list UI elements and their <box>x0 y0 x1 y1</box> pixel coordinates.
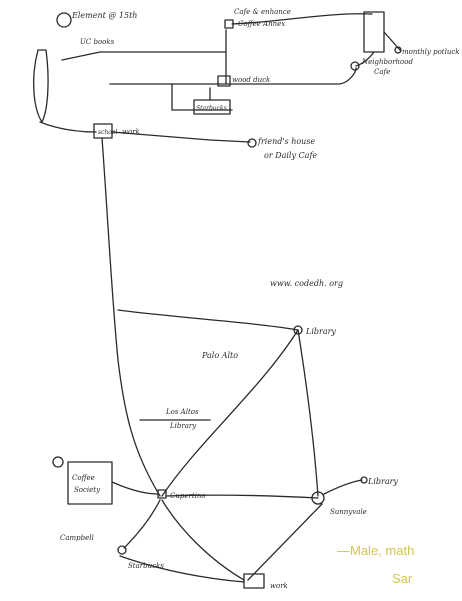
edge-top-horizontal <box>62 52 226 60</box>
lower-graph <box>53 326 367 588</box>
coffee-society-box <box>68 462 112 504</box>
label-cafe: Cafe & enhance <box>234 8 291 16</box>
friends-house-node <box>248 139 256 147</box>
edge-oval-school <box>40 122 96 132</box>
left-oval-node <box>34 50 48 122</box>
caption-line-2: Sar <box>392 571 412 586</box>
right-stack-node <box>364 12 384 52</box>
label-daily-cafe: or Daily Cafe <box>264 151 317 160</box>
label-element: Element @ 15th <box>71 11 137 20</box>
label-neighborhood: Neighborhood <box>361 58 413 66</box>
label-los-altos-library: Library <box>169 422 197 430</box>
edge-cupertino-work <box>162 500 244 580</box>
label-url: www. codedh. org <box>270 279 343 288</box>
label-coffee: Coffee <box>72 474 95 482</box>
label-work: work <box>122 128 140 136</box>
label-campbell: Campbell <box>60 534 94 542</box>
label-ucbooks: UC books <box>80 38 115 46</box>
coffee-society-circle <box>53 457 63 467</box>
label-work-bottom: work <box>270 582 288 590</box>
main-spine <box>102 138 298 496</box>
caption-line-1: —Male, math <box>337 543 414 558</box>
upper-connections <box>34 12 401 147</box>
edge-sunnyvale-work <box>248 504 322 580</box>
spine-line <box>102 138 160 496</box>
work-box <box>244 574 264 588</box>
campbell-node <box>118 546 126 554</box>
label-library-top: Library <box>305 327 336 336</box>
label-palo-alto: Palo Alto <box>201 351 238 360</box>
element-node <box>57 13 71 27</box>
edge-library-sunnyvale <box>298 330 318 496</box>
edge-spine-library <box>118 310 298 330</box>
label-los-altos: Los Altos <box>165 408 199 416</box>
label-friends-house: friend's house <box>257 137 315 146</box>
label-starbucks-bottom: Starbucks <box>128 562 164 570</box>
label-wood-duck: wood duck <box>232 76 270 84</box>
edge-sunnyvale-library-right <box>324 480 362 494</box>
label-sunnyvale: Sunnyvale <box>330 508 367 516</box>
edge-coffee-cupertino <box>112 482 158 494</box>
label-school: school <box>98 129 118 136</box>
label-cupertino: Cupertino <box>170 492 206 500</box>
label-society: Society <box>74 486 101 494</box>
edge-cupertino-campbell <box>124 500 160 548</box>
handwritten-labels: Element @ 15th Cafe & enhance Coffee Ann… <box>60 8 460 590</box>
label-library-right: Library <box>367 477 398 486</box>
label-coffee-annex: Coffee Annex <box>238 20 285 28</box>
label-potluck: monthly potluck <box>402 48 460 56</box>
label-neighborhood-cafe: Cafe <box>374 68 390 76</box>
label-starbucks: Starbucks <box>196 105 227 112</box>
